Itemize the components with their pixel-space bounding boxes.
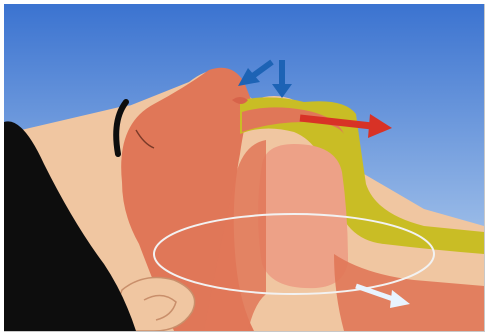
airway-illustration [4,4,484,331]
illustration-frame [4,4,485,332]
